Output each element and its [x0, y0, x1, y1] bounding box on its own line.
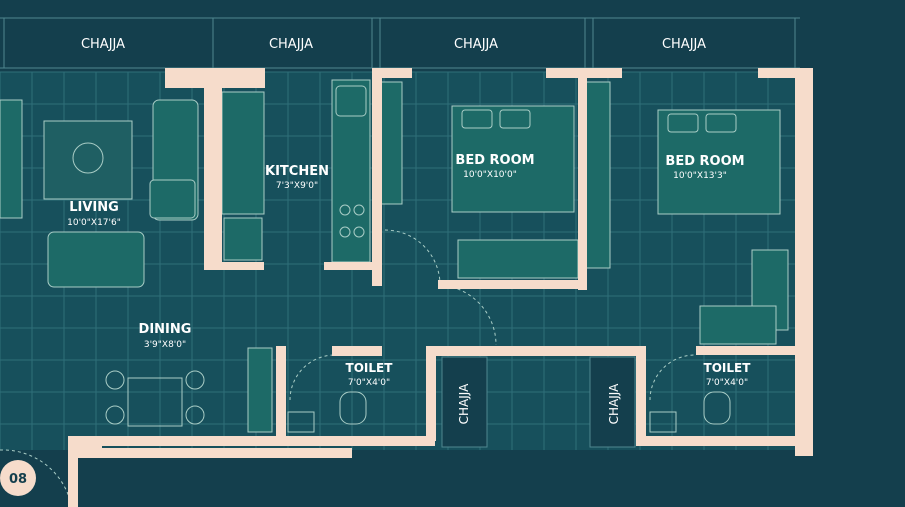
sofa-bottom [47, 231, 145, 288]
chajja-side-label-1: CHAJJA [457, 383, 471, 424]
door-swings [0, 229, 696, 501]
toilet1-fixture [339, 391, 367, 425]
wall-living-right [204, 68, 222, 270]
wall-bottom [100, 436, 435, 446]
dining-chair [185, 405, 205, 425]
wardrobe-bedroom1 [379, 81, 403, 205]
coffee-table [72, 142, 104, 174]
wall-bedroom2-top [758, 68, 813, 78]
kitchen-fridge [223, 217, 263, 261]
wall-unit-left [0, 99, 23, 219]
dining-chair [185, 370, 205, 390]
wall-corridor-right [636, 346, 646, 446]
wall-bedroom1-top [372, 68, 412, 78]
bed-bedroom2 [657, 109, 781, 215]
bed-pillow [499, 109, 531, 129]
chajja-label-3: CHAJJA [454, 37, 498, 52]
chajja-label-4: CHAJJA [662, 37, 706, 52]
wall-toilet2-top [696, 346, 796, 355]
wall-bedroom1-right [578, 68, 587, 290]
wall-kitchen-right-bottom [324, 262, 376, 270]
room-toilet1-name: TOILET [346, 361, 394, 375]
bedroom1-storage [457, 239, 579, 279]
toilet1-basin [287, 411, 315, 433]
room-toilet1-size: 7'0"X4'0" [348, 378, 390, 388]
chajja-label-2: CHAJJA [269, 37, 313, 52]
wall-toilet1-right [426, 346, 436, 441]
bed-pillow [705, 113, 737, 133]
wardrobe-bedroom1-right [585, 81, 611, 269]
bed-pillow [461, 109, 493, 129]
wall-toilet1-top [332, 346, 382, 356]
unit-number: 08 [9, 472, 27, 487]
room-living-name: LIVING [69, 200, 119, 215]
unit-badge: 08 [0, 460, 36, 496]
kitchen-sink [335, 85, 367, 117]
room-dining-size: 3'9"X8'0" [144, 340, 186, 350]
bedroom2-storage [699, 305, 777, 345]
kitchen-counter-left [221, 91, 265, 215]
chajja-side-boxes [441, 356, 636, 448]
toilet2-basin [649, 411, 677, 433]
wall-toilet2-bottom [636, 436, 812, 446]
room-toilet2-size: 7'0"X4'0" [706, 378, 748, 388]
wall-bedroom1-bottom [438, 280, 586, 289]
room-living-size: 10'0"X17'6" [67, 218, 121, 228]
room-bedroom1-size: 10'0"X10'0" [463, 170, 517, 180]
chajja-label-1: CHAJJA [81, 37, 125, 52]
room-kitchen-size: 7'3"X9'0" [276, 181, 318, 191]
stove-burner [339, 226, 351, 238]
dining-chair [105, 370, 125, 390]
dining-table [127, 377, 183, 427]
room-kitchen-name: KITCHEN [265, 164, 329, 179]
furniture [0, 79, 789, 433]
wall-bottom-lower [100, 448, 352, 458]
stove-burner [353, 226, 365, 238]
bed-pillow [667, 113, 699, 133]
rug [43, 120, 133, 200]
wall-left-lower [68, 436, 78, 507]
kitchen-counter-right [331, 79, 371, 263]
bed-bedroom1 [451, 105, 575, 213]
room-bedroom2-size: 10'0"X13'3" [673, 171, 727, 181]
room-bedroom2-name: BED ROOM [665, 154, 744, 169]
room-bedroom1-name: BED ROOM [455, 153, 534, 168]
dining-chair [105, 405, 125, 425]
room-toilet2-name: TOILET [704, 361, 752, 375]
toilet2-fixture [703, 391, 731, 425]
walls [68, 68, 813, 507]
armchair [149, 179, 196, 219]
wall-kitchen-bottom [204, 262, 264, 270]
wall-toilet1-left [276, 346, 286, 441]
dining-cabinet [247, 347, 273, 433]
chajja-side-label-2: CHAJJA [607, 383, 621, 424]
wall-kitchen-right [372, 68, 382, 286]
room-dining-name: DINING [139, 322, 192, 337]
wall-outer-right [795, 68, 813, 456]
stove-burner [353, 204, 365, 216]
stove-burner [339, 204, 351, 216]
wall-corridor-top [436, 346, 646, 356]
